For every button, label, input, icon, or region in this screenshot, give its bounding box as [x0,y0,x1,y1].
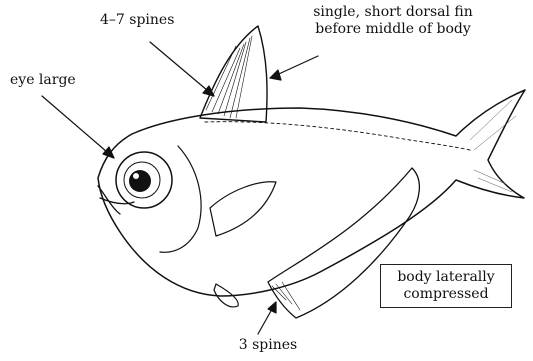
eye [116,152,172,208]
mouth [98,186,134,214]
pectoral-fin [210,182,276,236]
dorsal-fin [200,26,267,122]
label-body-compressed: body laterally compressed [380,264,512,308]
lateral-line [205,122,470,150]
label-dorsal-fin: single, short dorsal fin before middle o… [312,4,474,38]
label-4-7-spines: 4–7 spines [100,12,174,29]
label-3-spines: 3 spines [228,337,308,354]
label-eye-large: eye large [10,72,76,89]
